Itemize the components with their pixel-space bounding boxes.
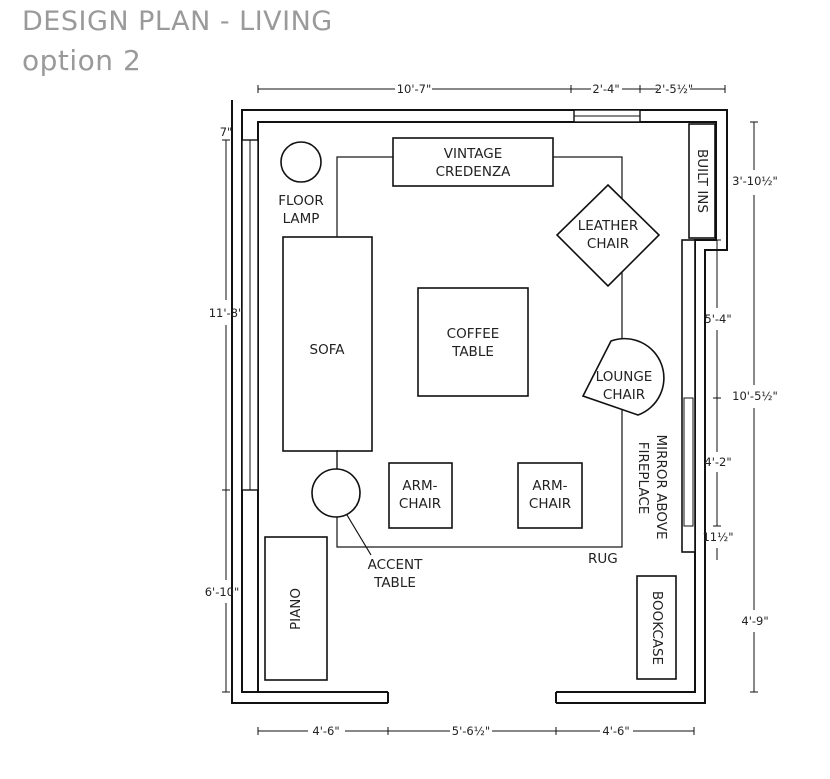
svg-text:SOFA: SOFA: [310, 342, 346, 358]
svg-text:TABLE: TABLE: [451, 344, 494, 360]
svg-text:6'-10": 6'-10": [205, 585, 240, 599]
svg-text:ARM-: ARM-: [532, 478, 567, 494]
svg-text:LAMP: LAMP: [283, 211, 320, 227]
armchair-left: ARM- CHAIR: [388, 462, 453, 529]
walls: [231, 100, 728, 704]
fireplace-label: FIREPLACE: [635, 442, 651, 515]
svg-text:ARM-: ARM-: [402, 478, 437, 494]
piano: PIANO: [264, 536, 328, 681]
plan-subtitle: option 2: [22, 44, 142, 77]
armchair-right: ARM- CHAIR: [517, 462, 583, 529]
svg-text:3'-10½": 3'-10½": [732, 174, 778, 188]
floor-lamp: FLOOR LAMP: [278, 141, 324, 227]
dimensions-bottom: 4'-6" 5'-6½" 4'-6": [257, 724, 695, 738]
accent-table: ACCENT TABLE: [311, 450, 423, 591]
built-ins: BUILT INS: [688, 123, 716, 239]
svg-text:CHAIR: CHAIR: [529, 496, 571, 512]
svg-text:11'-8": 11'-8": [209, 306, 244, 320]
svg-text:LOUNGE: LOUNGE: [596, 369, 653, 385]
svg-text:BUILT INS: BUILT INS: [694, 149, 710, 213]
bookcase: BOOKCASE: [636, 575, 677, 680]
svg-text:COFFEE: COFFEE: [447, 326, 500, 342]
svg-text:4'-6": 4'-6": [602, 724, 629, 738]
svg-text:4'-2": 4'-2": [704, 455, 731, 469]
svg-text:TABLE: TABLE: [373, 575, 416, 591]
svg-text:4'-6": 4'-6": [312, 724, 339, 738]
svg-text:CHAIR: CHAIR: [399, 496, 441, 512]
svg-text:BOOKCASE: BOOKCASE: [649, 591, 665, 665]
dimensions-top: 10'-7" 2'-4" 2'-5½": [257, 82, 726, 96]
fireplace: MIRROR ABOVE FIREPLACE: [635, 239, 696, 553]
svg-text:VINTAGE: VINTAGE: [444, 146, 503, 162]
plan-title: DESIGN PLAN - LIVING: [22, 6, 333, 37]
svg-text:ACCENT: ACCENT: [368, 557, 423, 573]
rug-label: RUG: [588, 551, 618, 567]
svg-text:2'-5½": 2'-5½": [655, 82, 693, 96]
lounge-chair: LOUNGE CHAIR: [581, 337, 665, 416]
svg-text:5'-6½": 5'-6½": [452, 724, 490, 738]
dimensions-left: 7" 11'-8" 6'-10": [205, 125, 244, 693]
svg-text:FLOOR: FLOOR: [278, 193, 323, 209]
svg-text:10'-5½": 10'-5½": [732, 389, 778, 403]
svg-text:CREDENZA: CREDENZA: [436, 164, 512, 180]
svg-text:7": 7": [220, 125, 233, 139]
mirror-label: MIRROR ABOVE: [653, 434, 669, 539]
svg-text:LEATHER: LEATHER: [578, 218, 639, 234]
coffee-table: COFFEE TABLE: [417, 287, 529, 397]
svg-text:11½": 11½": [702, 530, 733, 544]
leather-chair: LEATHER CHAIR: [555, 183, 661, 288]
svg-text:PIANO: PIANO: [288, 588, 304, 630]
svg-text:4'-9": 4'-9": [741, 614, 768, 628]
svg-text:2'-4": 2'-4": [592, 82, 619, 96]
svg-text:5'-4": 5'-4": [704, 312, 731, 326]
svg-text:CHAIR: CHAIR: [587, 236, 629, 252]
svg-text:CHAIR: CHAIR: [603, 387, 645, 403]
vintage-credenza: VINTAGE CREDENZA: [392, 137, 554, 187]
dimensions-right: 3'-10½" 5'-4" 10'-5½" 4'-2" 11½" 4'-9": [702, 121, 778, 693]
sofa: SOFA: [282, 236, 373, 452]
svg-text:10'-7": 10'-7": [397, 82, 432, 96]
